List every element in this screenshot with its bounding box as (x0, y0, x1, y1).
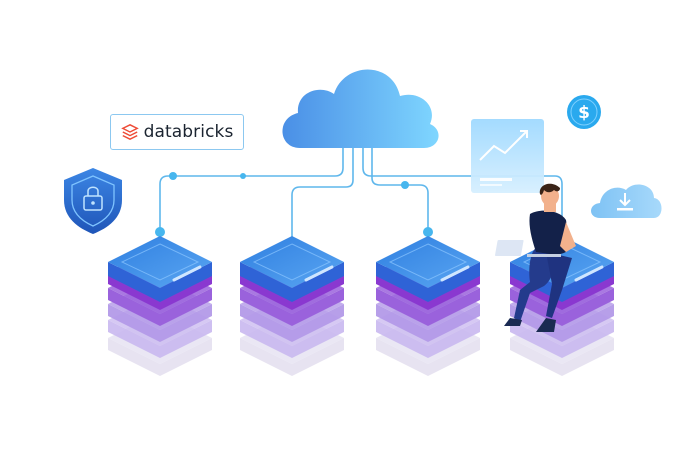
server-layer (240, 320, 344, 358)
server-stack (376, 236, 480, 376)
server-top-side (108, 262, 212, 302)
server-top-inset (252, 243, 332, 281)
server-layer (376, 320, 480, 358)
person-with-laptop (495, 183, 576, 332)
shield-lock-icon (64, 168, 122, 234)
server-indicator (172, 265, 202, 282)
server-layer (240, 288, 344, 326)
server-layer (510, 304, 614, 342)
server-stack (240, 236, 344, 376)
server-layer (510, 288, 614, 326)
server-layer (108, 272, 212, 310)
connector-lines (159, 148, 563, 240)
server-stack (108, 236, 212, 376)
server-layer (376, 272, 480, 310)
server-layer (510, 338, 614, 376)
cloud-icon (282, 69, 439, 148)
server-layer (376, 338, 480, 376)
server-top-inset (120, 243, 200, 281)
server-indicator (574, 265, 604, 282)
dollar-symbol: $ (578, 103, 590, 123)
server-layer (108, 288, 212, 326)
server-top-side (240, 262, 344, 302)
server-indicator (440, 265, 470, 282)
server-layer (108, 304, 212, 342)
server-layer (108, 338, 212, 376)
server-layer (376, 288, 480, 326)
download-cloud-icon (591, 184, 662, 218)
databricks-stack-icon (120, 123, 139, 141)
server-layer (376, 304, 480, 342)
server-layer (240, 338, 344, 376)
trend-chart-icon (471, 119, 544, 193)
connector-nodes (155, 172, 433, 237)
server-layer (240, 272, 344, 310)
server-indicator (304, 265, 334, 282)
dollar-coin-icon (567, 95, 601, 129)
databricks-logo: databricks (110, 114, 244, 150)
databricks-wordmark: databricks (143, 122, 234, 142)
server-layer (108, 320, 212, 358)
server-top-inset (388, 243, 468, 281)
server-top-side (376, 262, 480, 302)
server-layer (240, 304, 344, 342)
server-layer (510, 320, 614, 358)
